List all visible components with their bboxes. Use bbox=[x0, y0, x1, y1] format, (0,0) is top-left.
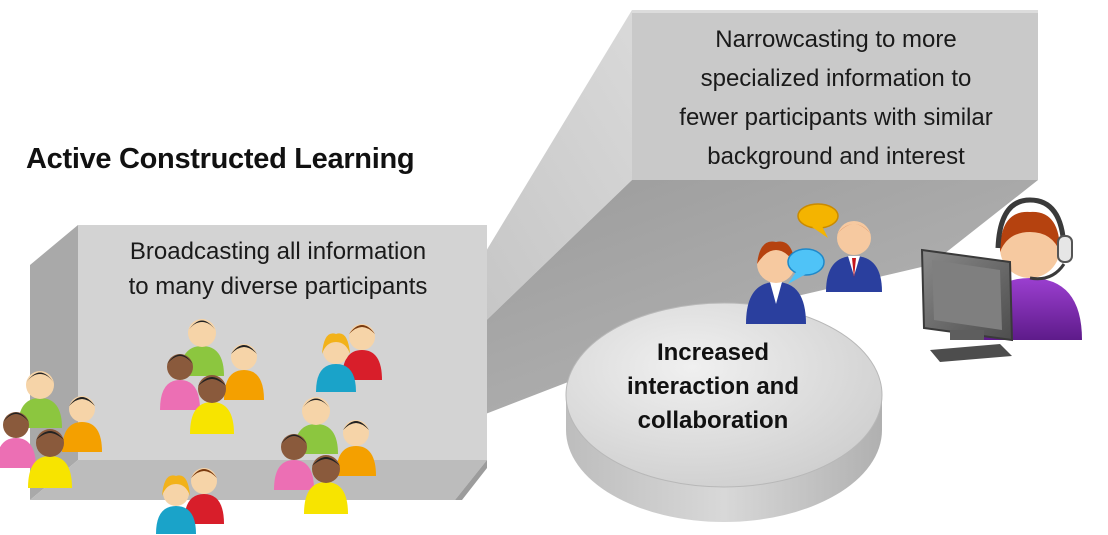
narrowcast-caption-line: Narrowcasting to more bbox=[715, 26, 957, 53]
broadcast-caption: Broadcasting all information to many div… bbox=[88, 234, 468, 304]
speech-bubble-icon bbox=[787, 248, 825, 284]
pair-of-people-icon bbox=[316, 324, 382, 392]
interaction-caption-line: interaction and bbox=[626, 373, 800, 400]
narrowcast-caption-line: background and interest bbox=[707, 143, 965, 170]
group-of-people-icon bbox=[0, 371, 102, 488]
interaction-caption-line: collaboration bbox=[637, 407, 789, 434]
speech-bubble-icon bbox=[797, 203, 839, 238]
interaction-caption-line: Increased bbox=[656, 339, 770, 366]
broadcast-caption-line: to many diverse participants bbox=[128, 273, 428, 300]
group-of-people-icon bbox=[160, 319, 264, 434]
narrowcast-caption-line: specialized information to bbox=[700, 65, 972, 92]
broadcast-caption-line: Broadcasting all information bbox=[129, 238, 427, 265]
group-of-people-icon bbox=[274, 397, 376, 514]
chatting-people-icon bbox=[746, 221, 882, 324]
pair-of-people-icon bbox=[156, 468, 224, 534]
interaction-caption: Increased interaction and collaboration bbox=[598, 336, 828, 438]
interaction-disc bbox=[565, 302, 883, 522]
narrowcast-box bbox=[632, 10, 1038, 180]
computer-monitor-icon bbox=[920, 248, 1014, 362]
narrowcast-caption-line: fewer participants with similar bbox=[679, 104, 993, 131]
page-title: Active Constructed Learning bbox=[26, 143, 415, 175]
narrowcast-caption: Narrowcasting to more specialized inform… bbox=[636, 20, 1036, 176]
